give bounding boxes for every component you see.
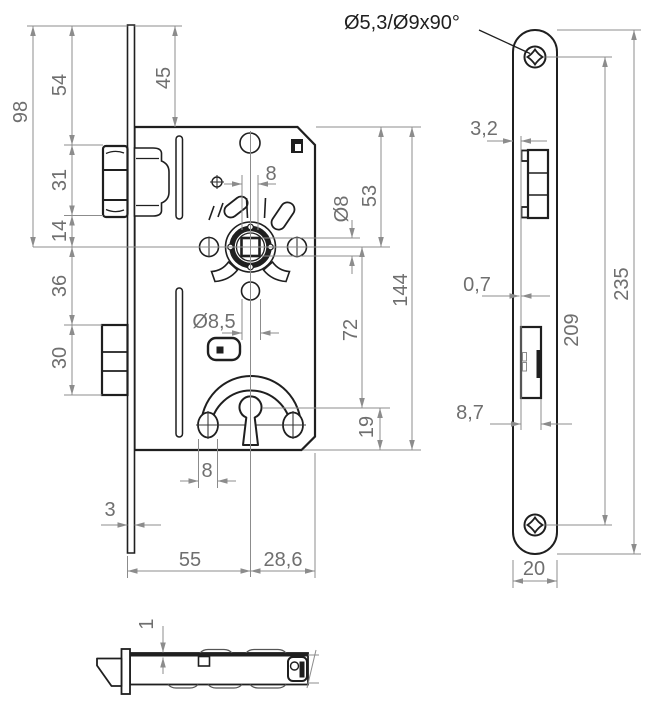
callout-leader: [478, 29, 531, 55]
dim-28-6: 28,6: [264, 549, 303, 571]
dim-209: 209: [561, 313, 583, 346]
dim-144: 144: [390, 273, 412, 306]
latch-nose-plan: [96, 657, 123, 687]
screw-hole-right: [281, 411, 305, 439]
dim-3: 3: [104, 499, 115, 521]
dim-31: 31: [49, 169, 71, 191]
dim-19: 19: [356, 416, 378, 438]
latch-bolt-body: [133, 147, 170, 217]
faceplate-plate: [512, 29, 558, 555]
dim-1: 1: [136, 618, 158, 629]
dim-235: 235: [611, 267, 633, 300]
spring-tick-marks: [208, 197, 267, 221]
dim-53: 53: [359, 185, 381, 207]
dead-bolt: [100, 323, 129, 397]
tumbler-window: [206, 336, 242, 362]
dim-8-bottom: 8: [201, 460, 212, 482]
case-end-cap: [287, 656, 308, 682]
guide-slot-upper: [175, 135, 184, 220]
dim-0-7: 0,7: [463, 274, 491, 296]
dim-45: 45: [153, 67, 175, 89]
screw-spec-callout: Ø5,3/Ø9x90°: [344, 12, 460, 34]
dimension-labels: 98 54 45 31 14 36 30 8 Ø8,5 8 3 55 28,6 …: [10, 12, 633, 630]
dim-8-top: 8: [265, 163, 276, 185]
screw-hole-left: [196, 411, 220, 439]
follower-wing-left: [210, 260, 239, 283]
stop-notch: [197, 655, 211, 667]
adjustment-hole: [210, 175, 224, 189]
latch-opening: [520, 148, 550, 220]
dim-98: 98: [10, 101, 32, 123]
hidden-bumps: [167, 648, 287, 689]
screw-bottom: [523, 513, 547, 537]
faceplate-end-view: [120, 648, 131, 695]
dim-36: 36: [49, 275, 71, 297]
brand-mark-icon: [291, 139, 303, 153]
dim-dia8: Ø8: [331, 196, 353, 223]
guide-slot-lower: [175, 287, 184, 438]
dim-14: 14: [49, 220, 71, 242]
dim-20: 20: [523, 558, 545, 580]
case-body-plan: [129, 652, 309, 686]
dim-3-2: 3,2: [470, 118, 498, 140]
dimension-lines: [30, 26, 637, 674]
kidney-slot-right: [270, 201, 296, 231]
dim-72: 72: [340, 319, 362, 341]
follower-wing-right: [262, 260, 291, 283]
screw-top: [523, 45, 547, 69]
dim-30: 30: [49, 347, 71, 369]
deadbolt-opening: [519, 325, 543, 400]
cover-plate-section: [130, 653, 308, 657]
dim-55: 55: [179, 549, 201, 571]
latch-bolt-head: [101, 144, 129, 219]
latch-bolt: [101, 144, 170, 219]
dim-8-7: 8,7: [456, 402, 484, 424]
dim-8-5: Ø8,5: [192, 311, 235, 333]
faceplate-edge-view: [126, 24, 136, 554]
dim-54: 54: [49, 74, 71, 96]
bottom-view: [96, 648, 319, 695]
